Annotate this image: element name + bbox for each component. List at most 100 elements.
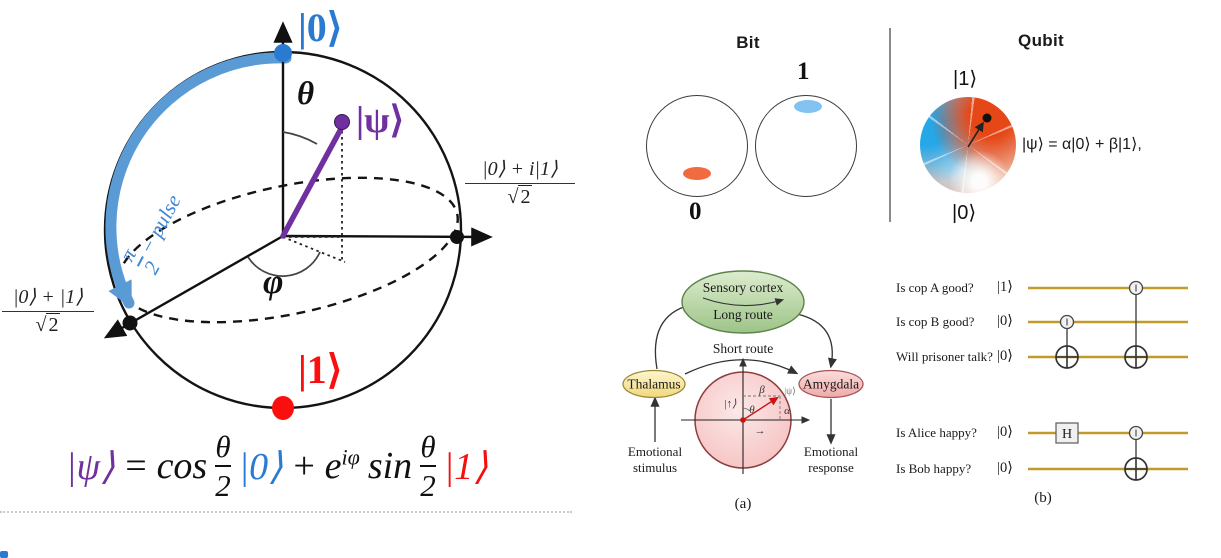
eq-psi: |ψ⟩ xyxy=(66,445,115,488)
long-route-label: Long route xyxy=(713,307,773,322)
y-axis-state-numerator: |0⟩ + i|1⟩ xyxy=(465,158,575,184)
circuit-drawing: H (b) xyxy=(1028,280,1188,506)
x-axis-point xyxy=(122,315,138,331)
quantum-circuit-panel: Is cop A good? Is cop B good? Will priso… xyxy=(890,262,1221,558)
circuit-row-ket: |0⟩ xyxy=(997,460,1013,476)
bloch-state-equation: |ψ⟩ = cos θ 2 |0⟩ + eiφ sin θ 2 |1⟩ xyxy=(52,420,502,512)
theta-angle-arc xyxy=(282,131,318,145)
emotion-state-vector xyxy=(742,396,779,421)
y-axis-state-label: |0⟩ + i|1⟩ √2 xyxy=(465,158,575,209)
eq-exponent: iφ xyxy=(341,444,360,470)
dotted-separator xyxy=(0,511,572,513)
alpha-label: α xyxy=(784,405,790,417)
sqrt-sign: √ xyxy=(35,314,47,336)
state-arrow-dot xyxy=(982,113,992,123)
eq-e: e xyxy=(324,445,342,487)
caption-b: (b) xyxy=(1034,490,1052,506)
theta-mini-arc xyxy=(742,407,751,412)
x-axis-state-label: |0⟩ + |1⟩ √2 xyxy=(2,286,94,337)
response-label-line1: Emotional xyxy=(804,444,859,459)
circuit-row-ket: |0⟩ xyxy=(997,348,1013,364)
fraction-bar xyxy=(215,465,231,467)
qubit-ket1-label: |1⟩ xyxy=(953,68,978,90)
qubit-equation: |ψ⟩ = α|0⟩ + β|1⟩, xyxy=(1022,136,1142,153)
qubit-state-arrow xyxy=(967,113,992,148)
y-axis-point xyxy=(450,230,464,244)
circle-center-dot xyxy=(740,417,746,423)
eq-ket0: |0⟩ xyxy=(238,445,283,488)
x-axis-state-numerator: |0⟩ + |1⟩ xyxy=(2,286,94,312)
sensory-cortex-node xyxy=(681,270,805,334)
eq-two: 2 xyxy=(215,468,231,503)
response-label-line2: response xyxy=(808,460,854,475)
qubit-ket0-label: |0⟩ xyxy=(952,202,977,224)
state-vector xyxy=(280,124,345,239)
circuit-row-label: Is Bob happy? xyxy=(896,461,972,476)
projection-diagonal-dotted xyxy=(282,236,346,263)
ket0-label: |0⟩ xyxy=(298,5,343,50)
fraction-bar xyxy=(420,465,436,467)
state-arrow-line xyxy=(967,121,984,148)
bit-zero-marker-icon xyxy=(683,167,711,180)
eq-exponential: eiφ xyxy=(325,444,360,488)
ket1-label: |1⟩ xyxy=(298,347,343,392)
bloch-sphere-drawing xyxy=(103,21,493,420)
circuit-row-label: Is Alice happy? xyxy=(896,425,977,440)
cortex-to-amygdala-arrow xyxy=(796,313,837,369)
bit-one-label: 1 xyxy=(797,58,810,85)
control-dot-icon xyxy=(1128,425,1144,441)
circuit-row-ket: |0⟩ xyxy=(997,313,1013,329)
eq-ket1: |1⟩ xyxy=(443,445,488,488)
control-dot-icon xyxy=(1059,314,1075,330)
amygdala-node xyxy=(798,369,864,399)
ket1-point xyxy=(272,396,294,420)
eq-two: 2 xyxy=(420,468,436,503)
caption-a: (a) xyxy=(735,496,752,512)
circuit-row-ket: |1⟩ xyxy=(997,279,1013,295)
thalamus-label: Thalamus xyxy=(627,377,680,392)
x-indicator-arrow: → xyxy=(755,425,766,437)
pulse-arc-arrow-icon xyxy=(105,52,292,309)
short-route-label: Short route xyxy=(713,341,773,356)
hadamard-gate-label: H xyxy=(1062,427,1072,442)
theta-small-label: θ xyxy=(749,404,755,416)
ket0-point xyxy=(274,44,292,62)
thalamus-to-cortex-arrow xyxy=(654,302,693,370)
sensory-cortex-label: Sensory cortex xyxy=(703,280,784,295)
hadamard-gate: H xyxy=(1055,422,1079,444)
bit-zero-label: 0 xyxy=(689,198,702,225)
thalamus-node xyxy=(622,369,686,399)
qubit-color-sphere xyxy=(920,97,1016,193)
sphere-spokes-icon xyxy=(920,97,1016,193)
psi-small-label: |ψ⟩ xyxy=(784,386,796,397)
bit-zero-circle xyxy=(646,95,748,197)
bit-title: Bit xyxy=(736,33,760,52)
x-axis xyxy=(103,234,284,339)
phi-label: φ xyxy=(263,262,284,301)
eq-equals: = xyxy=(122,445,149,487)
circuit-row-label: Will prisoner talk? xyxy=(896,349,993,364)
eq-theta: θ xyxy=(215,429,231,464)
sqrt-radicand: 2 xyxy=(46,313,61,336)
cnot-target-icon xyxy=(1124,457,1148,481)
stimulus-label-line2: stimulus xyxy=(633,460,677,475)
circuit-row-ket: |0⟩ xyxy=(997,424,1013,440)
cnot-target-icon xyxy=(1055,345,1079,369)
bit-one-circle xyxy=(755,95,857,197)
long-route-arrow xyxy=(702,297,785,307)
circuit-row-label: Is cop A good? xyxy=(896,280,974,295)
theta-label: θ xyxy=(297,76,315,112)
circuit-row-label: Is cop B good? xyxy=(896,314,975,329)
corner-artifact xyxy=(0,551,8,558)
eq-theta: θ xyxy=(420,429,436,464)
phi-angle-arc xyxy=(247,251,321,277)
sqrt-radicand: 2 xyxy=(518,185,533,208)
sqrt-sign: √ xyxy=(507,186,519,208)
stimulus-label-line1: Emotional xyxy=(628,444,683,459)
panel-divider xyxy=(889,28,891,222)
control-dot-icon xyxy=(1128,280,1144,296)
eq-sin: sin xyxy=(367,445,413,487)
psi-label: |ψ⟩ xyxy=(356,100,405,141)
eq-fraction-1: θ 2 xyxy=(215,431,231,501)
